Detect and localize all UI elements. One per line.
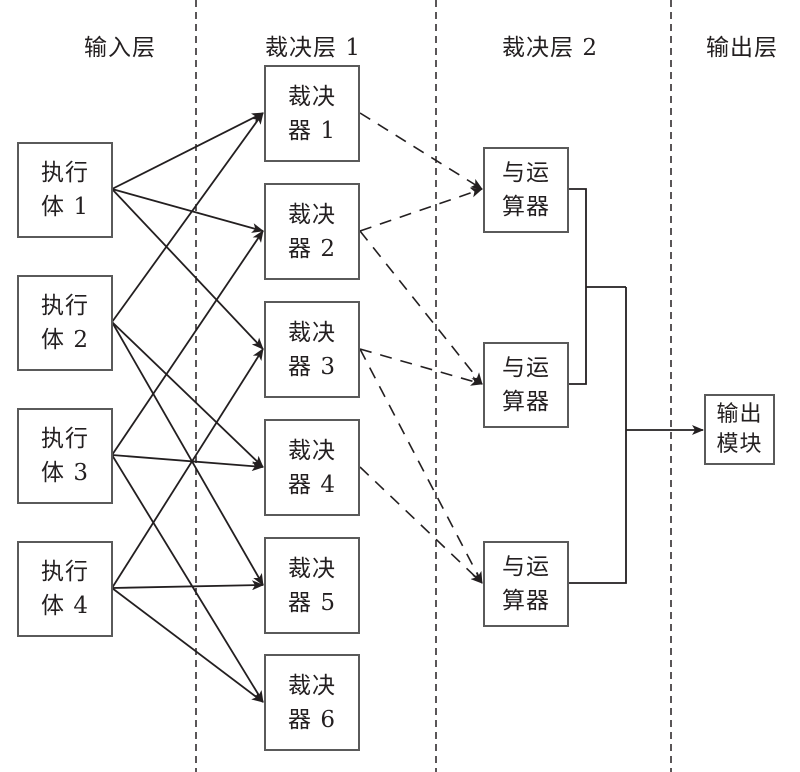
arbiter-5: 裁决 器 5 (264, 537, 360, 634)
arbiter-6: 裁决 器 6 (264, 654, 360, 751)
dashed-edge-a2-to-g2 (359, 230, 483, 385)
and-gate-2: 与运 算器 (483, 342, 569, 428)
executor-2: 执行 体 2 (17, 275, 113, 371)
arbiter-3-label-line1: 裁决 (288, 319, 336, 346)
executor-2-label-line1: 执行 (41, 293, 89, 319)
and-gate-3-label-line2: 算器 (502, 588, 550, 614)
edge-e1-to-a2 (111, 188, 264, 233)
edge-e4-to-a3 (111, 348, 264, 589)
and-gate-2-label-line2: 算器 (502, 389, 550, 415)
arbiter-5-label-line1: 裁决 (288, 555, 336, 582)
layer-title-arbiter-2: 裁决层 2 (502, 35, 598, 61)
executor-4-label-line2: 体 4 (41, 593, 89, 619)
arbiter-1: 裁决 器 1 (264, 65, 360, 162)
arbiter-5-label-line2: 器 5 (288, 589, 336, 616)
arbiter-3-label-line2: 器 3 (288, 353, 336, 380)
edge-e4-to-a6 (111, 587, 264, 703)
dashed-edge-a2-to-g1 (359, 187, 483, 232)
layer-title-output: 输出层 (706, 35, 778, 61)
edge-e1-to-a3 (111, 188, 264, 350)
dashed-edge-a3-to-g2 (359, 348, 483, 386)
arbiter-1-label-line1: 裁决 (288, 83, 336, 110)
output-module: 输出 模块 (704, 394, 775, 465)
executor-2-label-line2: 体 2 (41, 327, 89, 353)
executor-4: 执行 体 4 (17, 541, 113, 637)
edge-e3-to-a6 (111, 454, 264, 703)
edge-e1-to-a1 (111, 112, 264, 190)
output-module-label-line1: 输出 (716, 401, 763, 427)
arbiter-2-label-line1: 裁决 (288, 201, 336, 228)
executor-4-label-line1: 执行 (41, 559, 89, 585)
arbiter-4-label-line1: 裁决 (288, 437, 336, 464)
and-gate-1: 与运 算器 (483, 147, 569, 233)
arbiter-6-label-line2: 器 6 (288, 706, 336, 733)
edge-e2-to-a4 (111, 321, 264, 468)
arbiter-2-label-line2: 器 2 (288, 235, 336, 262)
edge-e4-to-a5 (111, 580, 264, 591)
dashed-edge-a4-to-g3 (359, 466, 483, 584)
output-module-label-line2: 模块 (716, 431, 763, 457)
dashed-edge-a3-to-g3 (359, 348, 483, 584)
executor-3-label-line1: 执行 (41, 426, 89, 452)
executor-3-label-line2: 体 3 (41, 460, 89, 486)
arbiter-2: 裁决 器 2 (264, 183, 360, 280)
and-gate-3-output-wire (569, 287, 627, 584)
edge-e2-to-a5 (111, 321, 264, 586)
layer-title-input: 输入层 (84, 35, 156, 61)
and-gate-1-label-line1: 与运 (502, 160, 550, 186)
arbiter-4-label-line2: 器 4 (288, 471, 336, 498)
executor-1: 执行 体 1 (17, 142, 113, 238)
executor-1-label-line1: 执行 (41, 160, 89, 186)
arbiter-6-label-line1: 裁决 (288, 672, 336, 699)
arbiter-1-label-line2: 器 1 (288, 117, 336, 144)
edge-e2-to-a1 (111, 112, 264, 323)
and-gate-1-output-wire (569, 188, 587, 385)
arbiter-4: 裁决 器 4 (264, 419, 360, 516)
and-gate-2-label-line1: 与运 (502, 355, 550, 381)
edge-e3-to-a2 (111, 230, 264, 456)
executor-3: 执行 体 3 (17, 408, 113, 504)
edge-e3-to-a4 (111, 454, 264, 472)
and-gate-1-label-line2: 算器 (502, 194, 550, 220)
and-gate-3-label-line1: 与运 (502, 554, 550, 580)
arbiter-3: 裁决 器 3 (264, 301, 360, 398)
dashed-edge-a1-to-g1 (359, 112, 483, 190)
layer-title-arbiter-1: 裁决层 1 (265, 35, 361, 61)
and-gate-3: 与运 算器 (483, 541, 569, 627)
executor-1-label-line2: 体 1 (41, 194, 89, 220)
